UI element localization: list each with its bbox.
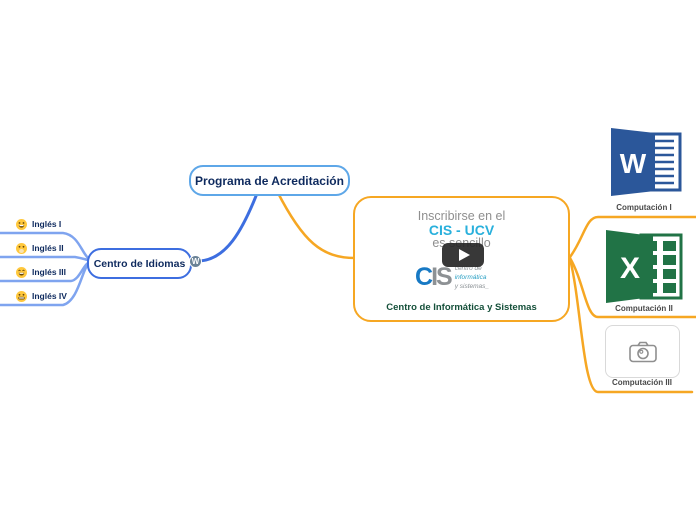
branch-computacion-3[interactable] (568, 257, 694, 394)
video-title-line-1: Inscribirse en el (417, 209, 506, 223)
video-play-button-icon[interactable] (442, 243, 484, 267)
wordpress-badge-icon[interactable]: W (189, 255, 202, 268)
computacion-1-label[interactable]: Computación I (616, 203, 672, 212)
node-computacion-1[interactable]: W (608, 128, 683, 201)
svg-text:X: X (620, 252, 640, 285)
root-node-programa-acreditacion[interactable]: Programa de Acreditación (189, 165, 350, 196)
branch-ingles-2[interactable] (0, 255, 90, 262)
lang-label: Inglés I (32, 219, 62, 229)
computacion-2-label[interactable]: Computación II (615, 304, 673, 313)
branch-computacion-1[interactable] (568, 215, 696, 259)
lang-label: Inglés II (32, 243, 64, 253)
cis-card-caption: Centro de Informática y Sistemas (386, 302, 537, 313)
svg-text:W: W (620, 148, 647, 179)
cis-logo: CIS centro de informática y sistemas_ (415, 264, 489, 291)
video-title-line-2: CIS - UCV (428, 222, 495, 238)
laughing-face-emoji-icon (16, 266, 27, 278)
branch-ingles-1[interactable] (0, 231, 90, 260)
excel-icon: X (606, 230, 683, 303)
node-centro-de-idiomas[interactable]: Centro de Idiomas (87, 248, 192, 279)
lang-label: Inglés IV (32, 291, 67, 301)
camera-icon (628, 341, 657, 362)
computacion-3-label[interactable]: Computación III (612, 378, 672, 387)
hand-over-mouth-emoji-icon (16, 242, 27, 254)
cis-logo-letters: CIS (415, 263, 453, 292)
branch-node-ingles-2[interactable]: Inglés II (16, 241, 64, 255)
idiomas-node-label: Centro de Idiomas (93, 257, 186, 270)
branch-computacion-2[interactable] (568, 256, 696, 319)
cis-logo-tagline: centro de informática y sistemas_ (454, 265, 490, 291)
branch-node-ingles-3[interactable]: Inglés III (16, 265, 66, 279)
branch-root-to-idiomas[interactable] (198, 189, 260, 263)
branch-node-ingles-1[interactable]: Inglés I (16, 217, 61, 231)
grinning-face-emoji-icon (16, 218, 27, 230)
node-computacion-3[interactable] (605, 325, 680, 378)
branch-node-ingles-4[interactable]: Inglés IV (16, 289, 67, 303)
node-computacion-2[interactable]: X (603, 230, 685, 308)
lang-label: Inglés III (32, 267, 67, 277)
branch-root-to-cis[interactable] (275, 189, 357, 260)
node-cis-video-card[interactable]: Inscribirse en el CIS - UCV es sencillo … (353, 196, 570, 322)
branch-ingles-4[interactable] (0, 262, 90, 307)
grimacing-face-emoji-icon (16, 290, 27, 302)
word-icon: W (611, 128, 682, 196)
root-node-label: Programa de Acreditación (195, 173, 344, 188)
